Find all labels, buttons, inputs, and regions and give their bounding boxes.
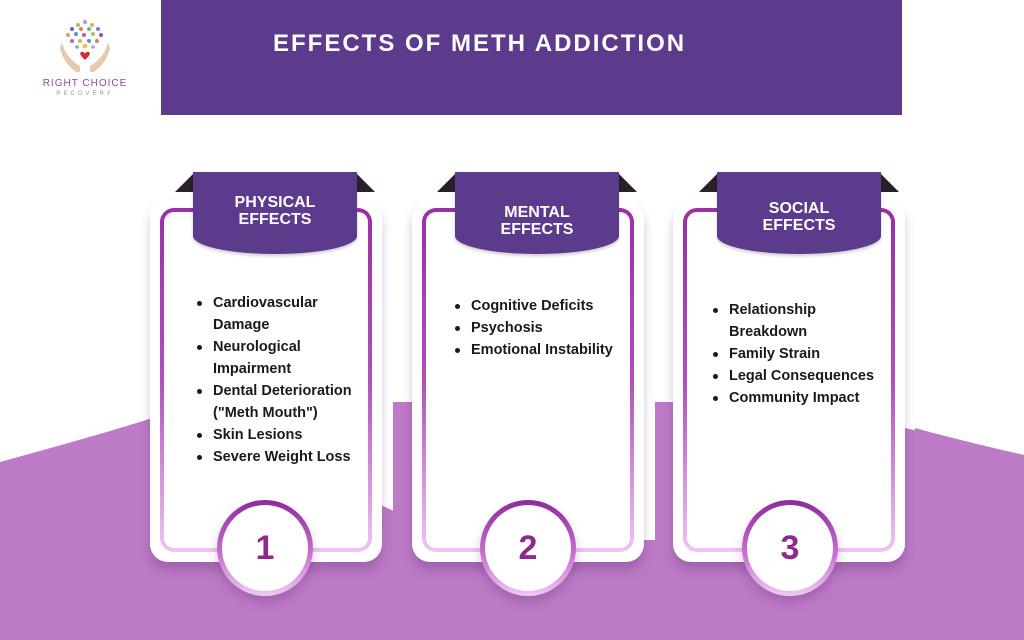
card-title-line2: EFFECTS	[238, 211, 312, 228]
list-item: Dental Deterioration ("Meth Mouth")	[195, 380, 375, 424]
page-title: EFFECTS OF METH ADDICTION	[273, 30, 687, 57]
card-title-line1: SOCIAL	[768, 200, 830, 217]
list-item: Cardiovascular Damage	[195, 292, 375, 336]
number-badge-2: 2	[480, 500, 576, 596]
card-title: MENTAL EFFECTS	[455, 204, 619, 238]
tab-fold-icon	[175, 174, 375, 192]
tab-fold-icon	[437, 174, 637, 192]
tab-body	[717, 172, 881, 254]
list-item: Neurological Impairment	[195, 336, 375, 380]
list-item: Emotional Instability	[453, 339, 643, 361]
number-badge-3: 3	[742, 500, 838, 596]
card-tab-mental: MENTAL EFFECTS	[437, 172, 637, 254]
header-banner: EFFECTS OF METH ADDICTION	[161, 0, 902, 115]
list-item: Legal Consequences	[711, 365, 896, 387]
card-tab-physical: PHYSICAL EFFECTS	[175, 172, 375, 254]
number-badge-1: 1	[217, 500, 313, 596]
card-title: PHYSICAL EFFECTS	[193, 194, 357, 228]
tab-body	[455, 172, 619, 254]
tab-body	[193, 172, 357, 254]
mental-effects-list: Cognitive Deficits Psychosis Emotional I…	[453, 295, 643, 361]
card-title-line1: MENTAL	[504, 204, 570, 221]
card-border	[683, 208, 895, 552]
list-item: Family Strain	[711, 343, 896, 365]
social-effects-list: Relationship Breakdown Family Strain Leg…	[711, 299, 896, 409]
logo: RIGHT CHOICE RECOVERY	[30, 16, 140, 106]
list-item: Relationship Breakdown	[711, 299, 896, 343]
card-title-line1: PHYSICAL	[234, 194, 316, 211]
physical-effects-list: Cardiovascular Damage Neurological Impai…	[195, 292, 375, 468]
logo-brand-name: RIGHT CHOICE	[42, 78, 128, 89]
card-title-line2: EFFECTS	[762, 217, 836, 234]
logo-subtitle: RECOVERY	[56, 91, 114, 97]
card-border	[422, 208, 634, 552]
list-item: Community Impact	[711, 387, 896, 409]
list-item: Cognitive Deficits	[453, 295, 643, 317]
badge-number: 2	[485, 505, 571, 591]
card-tab-social: SOCIAL EFFECTS	[699, 172, 899, 254]
list-item: Skin Lesions	[195, 424, 375, 446]
badge-number: 3	[747, 505, 833, 591]
list-item: Psychosis	[453, 317, 643, 339]
card-social-effects	[673, 200, 905, 562]
tree-hands-logo-icon	[60, 19, 110, 72]
list-item: Severe Weight Loss	[195, 446, 375, 468]
card-mental-effects	[412, 200, 644, 562]
card-title: SOCIAL EFFECTS	[717, 200, 881, 234]
card-title-line2: EFFECTS	[500, 221, 574, 238]
tab-fold-icon	[699, 174, 899, 192]
card-border	[160, 208, 372, 552]
badge-number: 1	[222, 505, 308, 591]
